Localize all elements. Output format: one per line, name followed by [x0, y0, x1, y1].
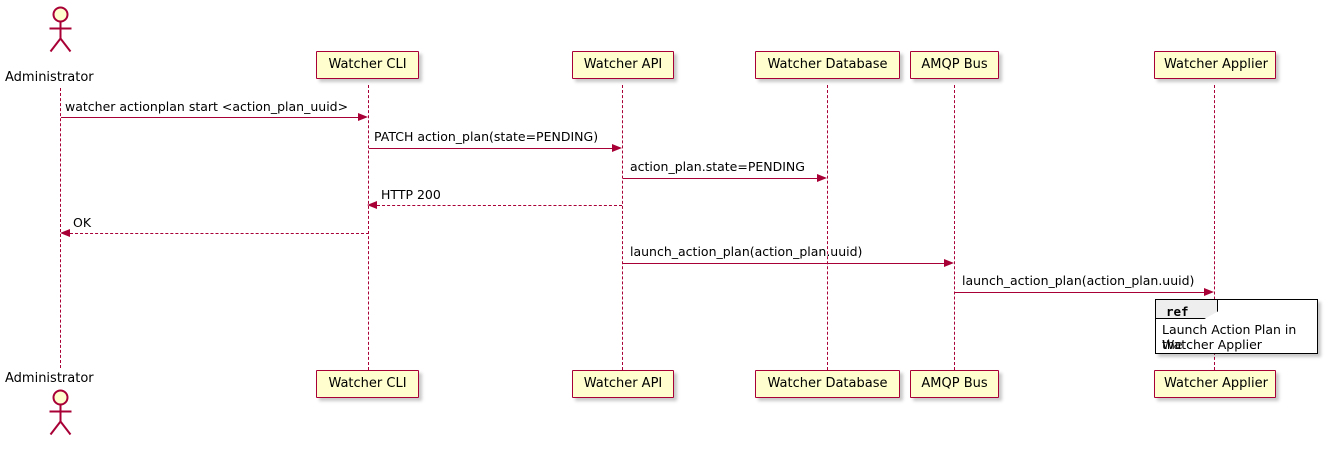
ref-text-line2: Watcher Applier — [1162, 337, 1262, 352]
lifeline-watcher-api — [622, 85, 623, 370]
message-arrow-4 — [377, 205, 622, 206]
arrowhead-right-6 — [944, 259, 954, 267]
participant-watcher-applier-bottom[interactable]: Watcher Applier — [1154, 370, 1276, 398]
message-arrow-7 — [955, 292, 1205, 293]
actor-administrator-bottom — [43, 388, 77, 436]
participant-label: AMQP Bus — [921, 376, 988, 391]
actor-icon — [49, 389, 72, 436]
participant-amqp-bus-bottom[interactable]: AMQP Bus — [910, 370, 999, 398]
participant-label: Watcher CLI — [328, 376, 407, 391]
participant-watcher-cli-bottom[interactable]: Watcher CLI — [316, 370, 419, 398]
participant-watcher-cli-top[interactable]: Watcher CLI — [316, 51, 419, 79]
message-arrow-3 — [623, 178, 818, 179]
participant-watcher-applier-top[interactable]: Watcher Applier — [1154, 51, 1276, 79]
lifeline-watcher-cli — [368, 85, 369, 370]
participant-label: Watcher CLI — [328, 57, 407, 72]
arrowhead-right-2 — [612, 144, 622, 152]
arrowhead-right-1 — [358, 113, 368, 121]
actor-icon — [49, 6, 72, 53]
message-label-6: launch_action_plan(action_plan.uuid) — [630, 244, 863, 259]
message-label-7: launch_action_plan(action_plan.uuid) — [962, 273, 1195, 288]
ref-text-line1: Launch Action Plan in the — [1162, 322, 1297, 352]
ref-tab-label: ref — [1166, 304, 1189, 319]
lifeline-watcher-database — [827, 85, 828, 370]
message-arrow-2 — [369, 148, 613, 149]
participant-label: Watcher Database — [767, 57, 888, 72]
participant-watcher-database-bottom[interactable]: Watcher Database — [755, 370, 900, 398]
participant-watcher-api-top[interactable]: Watcher API — [572, 51, 674, 79]
lifeline-amqp-bus — [954, 85, 955, 370]
participant-amqp-bus-top[interactable]: AMQP Bus — [910, 51, 999, 79]
arrowhead-left-4 — [367, 201, 377, 209]
participant-label: Watcher API — [583, 376, 663, 391]
participant-label: AMQP Bus — [921, 57, 988, 72]
ref-tab — [1156, 300, 1218, 319]
message-label-2: PATCH action_plan(state=PENDING) — [374, 129, 599, 144]
message-label-5: OK — [73, 215, 92, 230]
participant-label: Watcher Applier — [1164, 57, 1268, 72]
message-label-4: HTTP 200 — [381, 187, 441, 202]
actor-label-bottom: Administrator — [5, 371, 94, 386]
lifeline-watcher-applier — [1214, 85, 1215, 370]
participant-label: Watcher API — [583, 57, 663, 72]
participant-watcher-database-top[interactable]: Watcher Database — [755, 51, 900, 79]
arrowhead-right-7 — [1204, 288, 1214, 296]
message-label-3: action_plan.state=PENDING — [630, 159, 805, 174]
participant-watcher-api-bottom[interactable]: Watcher API — [572, 370, 674, 398]
arrowhead-right-3 — [817, 174, 827, 182]
lifeline-administrator — [60, 88, 61, 368]
participant-label: Watcher Database — [767, 376, 888, 391]
message-label-1: watcher actionplan start <action_plan_uu… — [65, 99, 349, 114]
message-arrow-5 — [70, 233, 369, 234]
arrowhead-left-5 — [60, 229, 70, 237]
ref-fragment: ref Launch Action Plan in the Watcher Ap… — [1155, 299, 1318, 354]
message-arrow-1 — [61, 117, 359, 118]
message-arrow-6 — [623, 263, 945, 264]
actor-label-top: Administrator — [5, 70, 94, 85]
actor-administrator-top — [43, 5, 77, 53]
participant-label: Watcher Applier — [1164, 376, 1268, 391]
